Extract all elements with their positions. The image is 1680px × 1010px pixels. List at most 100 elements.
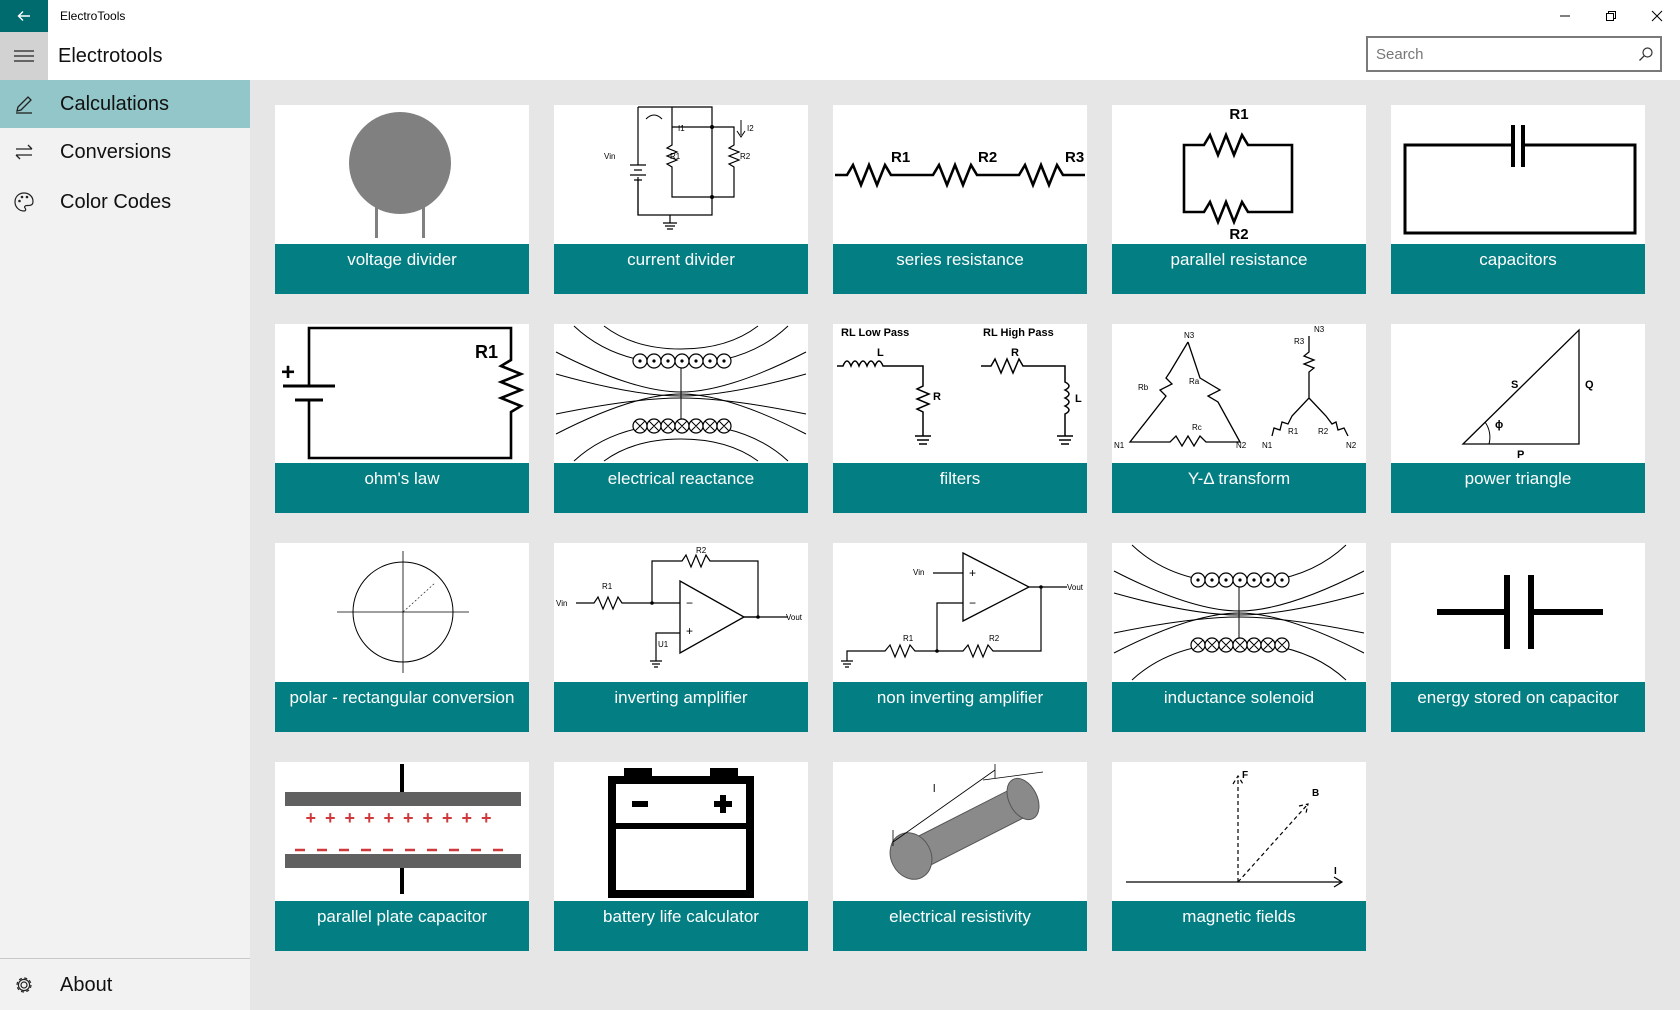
tile-magnetic-fields[interactable]: F B I magnetic fields xyxy=(1112,762,1366,951)
pencil-icon xyxy=(0,80,48,128)
search-icon[interactable] xyxy=(1638,46,1654,62)
svg-text:+: + xyxy=(969,566,976,580)
tile-label: non inverting amplifier xyxy=(833,682,1087,732)
art-label: I xyxy=(1334,866,1337,877)
art-label: Rb xyxy=(1138,383,1149,392)
power-triangle-illustration: S Q ϕ P xyxy=(1461,328,1594,461)
tile-electrical-reactance[interactable]: electrical reactance xyxy=(554,324,808,513)
svg-text:−: − xyxy=(686,596,693,610)
art-label: N2 xyxy=(1346,441,1357,450)
art-label: R2 xyxy=(740,152,751,161)
sidebar-item-conversions[interactable]: Conversions xyxy=(0,128,250,176)
search-box[interactable] xyxy=(1366,36,1662,72)
art-label: RL High Pass xyxy=(983,327,1054,339)
art-label: P xyxy=(1517,449,1524,461)
art-label: R1 xyxy=(891,149,910,166)
y-delta-transform-illustration: N3 Rb Ra Rc N1 N2 N3 R3 R1 R2 N1 N2 xyxy=(1114,325,1357,450)
sidebar: Calculations Conversions Color Codes Abo… xyxy=(0,80,250,1010)
rl-filters-illustration: RL Low Pass RL High Pass L R R L xyxy=(837,327,1082,445)
art-label: + xyxy=(281,359,295,386)
tile-filters[interactable]: RL Low Pass RL High Pass L R R L filters xyxy=(833,324,1087,513)
tile-battery-life-calculator[interactable]: battery life calculator xyxy=(554,762,808,951)
art-label: R1 xyxy=(1229,106,1248,123)
minimize-button[interactable] xyxy=(1542,0,1588,32)
app-title: ElectroTools xyxy=(60,9,126,23)
hamburger-menu-button[interactable] xyxy=(0,32,48,80)
svg-text:−: − xyxy=(969,596,976,610)
parallel-resistance-illustration: R1 R2 xyxy=(1182,106,1294,243)
art-label: R1 xyxy=(670,152,681,161)
inverting-amplifier-illustration: −+ R2 R1 Vin Vout U1 xyxy=(556,546,803,668)
tile-label: ohm's law xyxy=(275,463,529,513)
ohms-law-illustration: + R1 xyxy=(281,326,525,460)
restore-button[interactable] xyxy=(1588,0,1634,32)
current-divider-illustration: Vin I1 I2 R1 R2 xyxy=(604,106,754,230)
tile-non-inverting-amplifier[interactable]: +− Vin Vout R1 R2 non inverting amplifie… xyxy=(833,543,1087,732)
sidebar-item-about[interactable]: About xyxy=(0,961,250,1009)
tile-parallel-resistance[interactable]: R1 R2 parallel resistance xyxy=(1112,105,1366,294)
gear-icon xyxy=(0,961,48,1009)
sidebar-item-color-codes[interactable]: Color Codes xyxy=(0,178,250,226)
art-label: U1 xyxy=(658,640,669,649)
tile-label: polar - rectangular conversion xyxy=(275,682,529,732)
art-label: R xyxy=(933,391,941,403)
close-icon xyxy=(1651,10,1663,22)
back-button[interactable] xyxy=(0,0,48,32)
svg-text:+: + xyxy=(686,624,693,638)
swap-arrows-icon xyxy=(0,128,48,176)
title-bar: ElectroTools xyxy=(0,0,1680,32)
tile-electrical-resistivity[interactable]: l electrical resistivity xyxy=(833,762,1087,951)
resistivity-cylinder-illustration: l xyxy=(889,764,1044,880)
non-inverting-amplifier-illustration: +− Vin Vout R1 R2 xyxy=(841,551,1084,668)
art-label: N2 xyxy=(1236,441,1247,450)
tile-label: series resistance xyxy=(833,244,1087,294)
close-button[interactable] xyxy=(1634,0,1680,32)
restore-icon xyxy=(1606,11,1616,21)
art-label: R1 xyxy=(602,582,613,591)
tile-label: current divider xyxy=(554,244,808,294)
capacitor-circuit-illustration xyxy=(1403,125,1637,235)
tile-series-resistance[interactable]: R1 R2 R3 series resistance xyxy=(833,105,1087,294)
art-label: Rc xyxy=(1192,423,1202,432)
art-label: Q xyxy=(1585,379,1594,391)
sidebar-item-label: Color Codes xyxy=(60,190,172,213)
sidebar-item-label: Conversions xyxy=(60,140,172,163)
tile-label: parallel resistance xyxy=(1112,244,1366,294)
tile-ohms-law[interactable]: + R1 ohm's law xyxy=(275,324,529,513)
page-title: Electrotools xyxy=(58,45,163,67)
art-label: I2 xyxy=(747,124,754,133)
tile-polar-rectangular-conversion[interactable]: polar - rectangular conversion xyxy=(275,543,529,732)
art-label: Vin xyxy=(913,568,924,577)
tile-parallel-plate-capacitor[interactable]: ++++++++++ parallel plate capacitor xyxy=(275,762,529,951)
tile-y-delta-transform[interactable]: N3 Rb Ra Rc N1 N2 N3 R3 R1 R2 N1 N2 Y-Δ … xyxy=(1112,324,1366,513)
art-label: Ra xyxy=(1189,377,1200,386)
tile-current-divider[interactable]: Vin I1 I2 R1 R2 current divider xyxy=(554,105,808,294)
tile-power-triangle[interactable]: S Q ϕ P power triangle xyxy=(1391,324,1645,513)
sidebar-item-calculations[interactable]: Calculations xyxy=(0,80,250,128)
art-label: R xyxy=(1011,347,1019,359)
calculations-grid: voltage divider Vin I1 I2 R1 R2 current … xyxy=(250,80,1680,1010)
art-label: R2 xyxy=(1318,427,1329,436)
tile-label: energy stored on capacitor xyxy=(1391,682,1645,732)
art-label: I1 xyxy=(678,124,685,133)
tile-voltage-divider[interactable]: voltage divider xyxy=(275,105,529,294)
tile-label: voltage divider xyxy=(275,244,529,294)
tile-capacitors[interactable]: capacitors xyxy=(1391,105,1645,294)
capacitor-symbol-illustration xyxy=(1437,575,1603,649)
art-label: Vin xyxy=(556,599,567,608)
art-label: R1 xyxy=(475,342,498,362)
art-label: R2 xyxy=(978,149,997,166)
magnetic-field-lines-illustration xyxy=(555,325,807,462)
art-label: ϕ xyxy=(1495,419,1503,431)
search-input[interactable] xyxy=(1376,38,1626,70)
battery-icon xyxy=(608,768,754,898)
sidebar-divider xyxy=(0,958,250,959)
art-label: R2 xyxy=(696,546,707,555)
tile-label: Y-Δ transform xyxy=(1112,463,1366,513)
series-resistance-illustration: R1 R2 R3 xyxy=(835,149,1085,189)
art-label: B xyxy=(1312,788,1319,799)
tile-inductance-solenoid[interactable]: inductance solenoid xyxy=(1112,543,1366,732)
art-label: N1 xyxy=(1114,441,1125,450)
tile-energy-stored-on-capacitor[interactable]: energy stored on capacitor xyxy=(1391,543,1645,732)
tile-inverting-amplifier[interactable]: −+ R2 R1 Vin Vout U1 inverting amplifier xyxy=(554,543,808,732)
